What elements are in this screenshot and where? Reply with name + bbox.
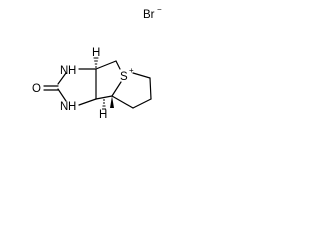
bond-n-bottom-c6a	[78, 98, 97, 106]
bond-ch2-c-c-bridge	[111, 95, 134, 109]
bond-ch2-b-ch2-c	[132, 98, 152, 109]
bond-s-ch2-a	[132, 72, 151, 79]
nitrogen-bottom-hydrogen: H	[68, 101, 76, 113]
stereo-hash-bottom	[102, 99, 106, 110]
bond-s-c-bridge	[111, 81, 122, 97]
nitrogen-top-hydrogen: H	[68, 65, 76, 77]
bond-ch2-s	[115, 60, 121, 70]
sulfur-charge: +	[129, 66, 134, 75]
bond-c6a-c-bridge	[95, 95, 113, 100]
bromide-charge: −	[157, 5, 162, 14]
sulfur-atom: S	[120, 71, 128, 83]
bond-c3a-ch2	[95, 60, 117, 70]
bond-c2-n-bottom	[57, 88, 67, 102]
oxygen-atom: O	[32, 83, 41, 95]
stereo-hash-top	[93, 57, 99, 68]
stereo-hydrogen-top: H	[92, 47, 100, 59]
nitrogen-top-atom: N	[60, 65, 68, 77]
bromide-symbol: Br	[143, 9, 155, 21]
chemical-structure: Br − S + N H N H O H H	[32, 5, 162, 121]
stereo-hydrogen-bottom: H	[99, 109, 107, 121]
bond-ch2-a-ch2-b	[149, 77, 152, 100]
bond-n-top-c2	[57, 72, 67, 85]
nitrogen-bottom-atom: N	[60, 101, 68, 113]
stereo-wedge-bridge	[110, 96, 114, 108]
